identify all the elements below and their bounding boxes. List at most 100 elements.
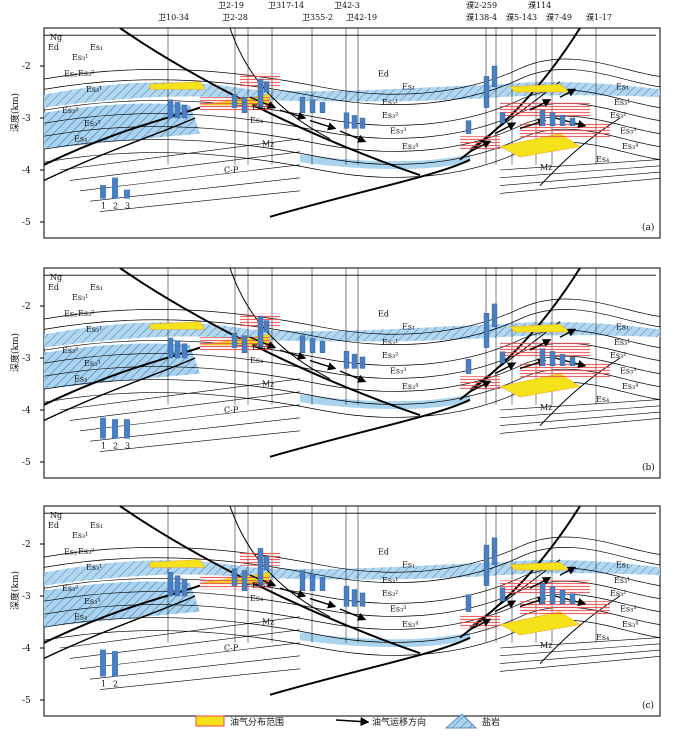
- formation-label: C-P: [224, 406, 239, 415]
- well-histogram-bar: [241, 335, 248, 354]
- well-histogram-bar: [559, 115, 566, 127]
- migration-arrow: [529, 577, 552, 589]
- formation-label: Es₃⁴: [622, 382, 638, 391]
- well-histogram-bar: [263, 320, 270, 333]
- axis-tick-label: -4: [22, 644, 31, 654]
- basement-boundary: [269, 636, 471, 696]
- well-histogram-bar: [491, 537, 498, 566]
- formation-label: Es₁: [616, 322, 629, 331]
- well-histogram-bar: [343, 112, 350, 129]
- well-histogram-bar: [263, 81, 270, 93]
- well-histogram-bar: [181, 578, 188, 597]
- well-label: 卫42-19: [346, 13, 377, 22]
- formation-label: Es₄: [596, 155, 609, 164]
- formation-boundary: [43, 58, 661, 95]
- well-histogram-bar: [499, 351, 506, 364]
- fault-left-2: [43, 117, 196, 182]
- legend-migration-label: 油气运移方向: [372, 716, 426, 728]
- well-histogram-bar: [351, 589, 358, 607]
- formation-label: Ed: [378, 69, 389, 78]
- formation-label: Es₁: [402, 322, 415, 331]
- formation-label: Es₃¹: [72, 293, 88, 302]
- axis-tick-label: -5: [22, 218, 31, 228]
- basement-line: [59, 378, 301, 411]
- well-histogram-bar: [549, 112, 556, 127]
- formation-boundary: [43, 89, 661, 126]
- well-histogram-bar: [257, 548, 264, 586]
- migration-arrow: [529, 99, 552, 111]
- basement-line: [499, 165, 661, 179]
- migration-arrow-icon: [335, 717, 370, 727]
- well-label: 卫355-2: [302, 13, 333, 22]
- axis-tick-label: -2: [22, 62, 31, 72]
- oil-range-east-deep: [499, 133, 581, 158]
- well-histogram-bar: [167, 99, 174, 119]
- formation-label: Es₄: [74, 134, 87, 143]
- figure-legend: 油气分布范围 油气运移方向 盐岩: [195, 713, 500, 729]
- axis-title: 深度(km): [9, 333, 21, 372]
- mini-legend-bar: [112, 419, 118, 439]
- axis-tick-label: -3: [22, 592, 31, 602]
- salt-layer-left: [44, 581, 200, 628]
- formation-label: Es₁: [616, 560, 629, 569]
- basement-line: [59, 616, 301, 649]
- well-label: 濮7-49: [546, 12, 572, 22]
- well-histogram-bar: [231, 94, 238, 108]
- well-label: 卫42-3: [334, 1, 360, 10]
- well-label: 卫317-14: [268, 1, 304, 10]
- formation-label: Es₃⁴: [252, 581, 268, 590]
- formation-label: Es₁: [90, 283, 103, 292]
- well-histogram-bar: [309, 338, 316, 354]
- well-histogram-bar: [351, 353, 358, 369]
- oil-red-zone: [520, 601, 610, 616]
- migration-arrow: [309, 359, 337, 371]
- migration-arrow: [469, 618, 492, 631]
- well-histogram-bar: [181, 343, 188, 359]
- formation-boundary: [43, 619, 661, 656]
- mini-legend-bar: [100, 649, 106, 677]
- oil-range-east-deep: [499, 373, 581, 398]
- formation-label: Es₃¹: [382, 338, 398, 347]
- well-histogram-bar: [181, 104, 188, 119]
- formation-label: Ed: [48, 521, 59, 530]
- oil-range-west: [149, 559, 206, 568]
- basement-line: [59, 138, 301, 171]
- well-histogram-bar: [167, 572, 174, 597]
- mini-legend-bar: [100, 417, 106, 439]
- mini-legend-label: 2: [113, 202, 118, 211]
- basement-line: [89, 177, 301, 202]
- basement-line: [89, 655, 301, 680]
- formation-label: Es₃²: [78, 547, 94, 556]
- well-histogram-bar: [319, 341, 326, 353]
- well-histogram-bar: [483, 313, 490, 348]
- well-histogram-bar: [299, 96, 306, 113]
- oil-range-west: [149, 81, 206, 90]
- formation-label: Mz: [540, 641, 552, 650]
- formation-label: Es₄: [74, 374, 87, 383]
- migration-arrow: [469, 380, 492, 393]
- formation-label: Es₁: [616, 82, 629, 91]
- fault-left-2: [43, 357, 196, 422]
- panel-label: (b): [642, 462, 655, 473]
- formation-boundary: [43, 298, 661, 335]
- formation-label: Ng: [50, 33, 62, 42]
- formation-label: Es₄: [596, 633, 609, 642]
- well-histogram-bar: [319, 577, 326, 592]
- oil-red-zone: [460, 376, 500, 391]
- formation-label: Ed: [48, 283, 59, 292]
- formation-label: Es₃³: [620, 127, 636, 136]
- mini-legend-label: 1: [101, 202, 106, 211]
- well-histogram-bar: [174, 340, 181, 359]
- well-histogram-bar: [343, 351, 350, 369]
- mini-legend-label: 3: [125, 442, 130, 451]
- formation-label: Es₄: [250, 356, 263, 365]
- mini-legend-bar: [100, 185, 106, 199]
- well-histogram-bar: [241, 570, 248, 592]
- formation-label: Ed: [378, 309, 389, 318]
- well-histogram-bar: [174, 575, 181, 597]
- basement-line: [99, 668, 301, 690]
- migration-arrow: [529, 339, 552, 351]
